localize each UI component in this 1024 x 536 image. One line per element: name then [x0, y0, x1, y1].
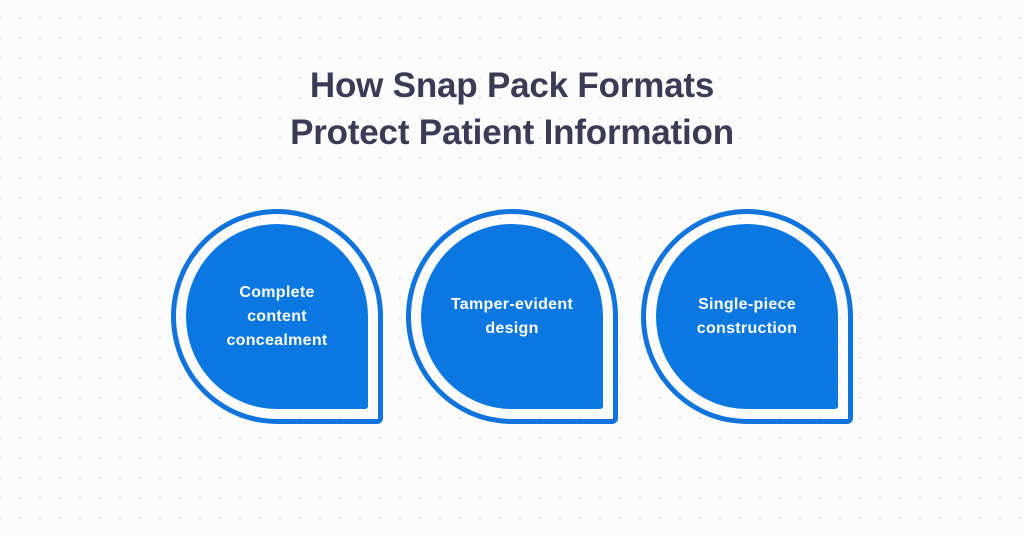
- teardrop-card-complete-content-concealment: Complete content concealment: [171, 209, 383, 424]
- page-title: How Snap Pack Formats Protect Patient In…: [0, 0, 1024, 156]
- page-title-line-1: How Snap Pack Formats: [309, 66, 715, 105]
- teardrop-row: Complete content concealment Tamper-evid…: [0, 209, 1024, 424]
- teardrop-label: Tamper-evident design: [450, 295, 574, 337]
- teardrop-fill: Tamper-evident design: [421, 224, 603, 409]
- teardrop-label: Single-piece construction: [696, 295, 798, 337]
- teardrop-fill: Single-piece construction: [656, 224, 838, 409]
- teardrop-fill: Complete content concealment: [186, 224, 368, 409]
- teardrop-card-single-piece-construction: Single-piece construction: [641, 209, 853, 424]
- page-title-line-2: Protect Patient Information: [290, 113, 734, 152]
- teardrop-label: Complete content concealment: [226, 283, 328, 349]
- teardrop-card-tamper-evident-design: Tamper-evident design: [406, 209, 618, 424]
